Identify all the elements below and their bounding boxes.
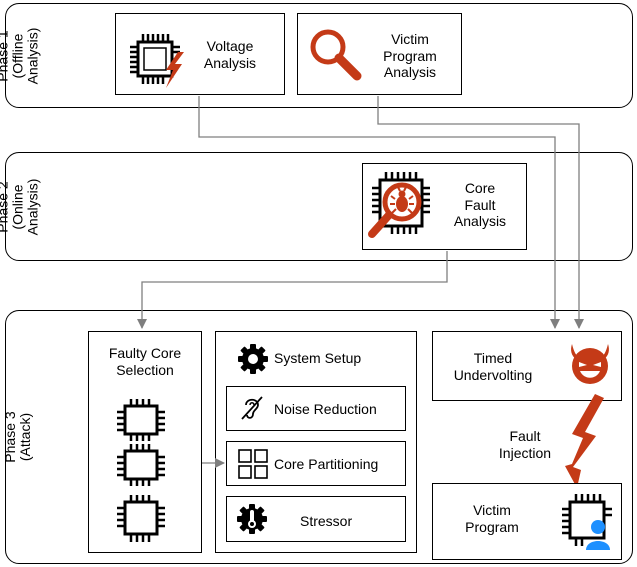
core-fault-analysis-label: Core Fault Analysis [453, 180, 507, 229]
lightning-icon [565, 394, 604, 488]
ear-muted-icon [241, 396, 263, 420]
chip-icon [117, 399, 165, 441]
thermometer-gear-icon [237, 504, 267, 534]
chip-bug-magnifier-icon [368, 172, 430, 238]
chip-user-icon [562, 494, 612, 550]
victim-program-analysis-box [297, 13, 462, 95]
magnifier-icon [310, 29, 362, 81]
chip-with-lightning-icon [130, 34, 184, 88]
victim-program-analysis-label: Victim Program Analysis [383, 31, 437, 80]
fault-injection-label: Fault Injection [498, 428, 552, 461]
devil-icon [571, 344, 609, 384]
grid-icon [238, 449, 268, 479]
voltage-analysis-label: Voltage Analysis [203, 38, 257, 71]
gear-icon [238, 344, 268, 374]
chip-icon [117, 444, 165, 486]
phase-3-label: Phase 3 (Attack) [2, 411, 33, 463]
system-setup-label: System Setup [274, 350, 362, 366]
timed-undervolting-label: Timed Undervolting [453, 350, 533, 383]
faulty-core-selection-label: Faulty Core Selection [108, 345, 182, 378]
chip-icon [117, 495, 165, 542]
victim-program-label: Victim Program [465, 502, 519, 535]
phase-2-container: Phase 2 (Online Analysis) [0, 152, 633, 261]
core-partitioning-label: Core Partitioning [274, 456, 379, 472]
phase-2-label: Phase 2 (Online Analysis) [0, 178, 41, 235]
stressor-label: Stressor [300, 513, 353, 529]
phase-1-label: Phase 1 (Offline Analysis) [0, 27, 41, 84]
noise-reduction-label: Noise Reduction [274, 401, 377, 417]
faulty-core-selection-box [88, 331, 202, 553]
